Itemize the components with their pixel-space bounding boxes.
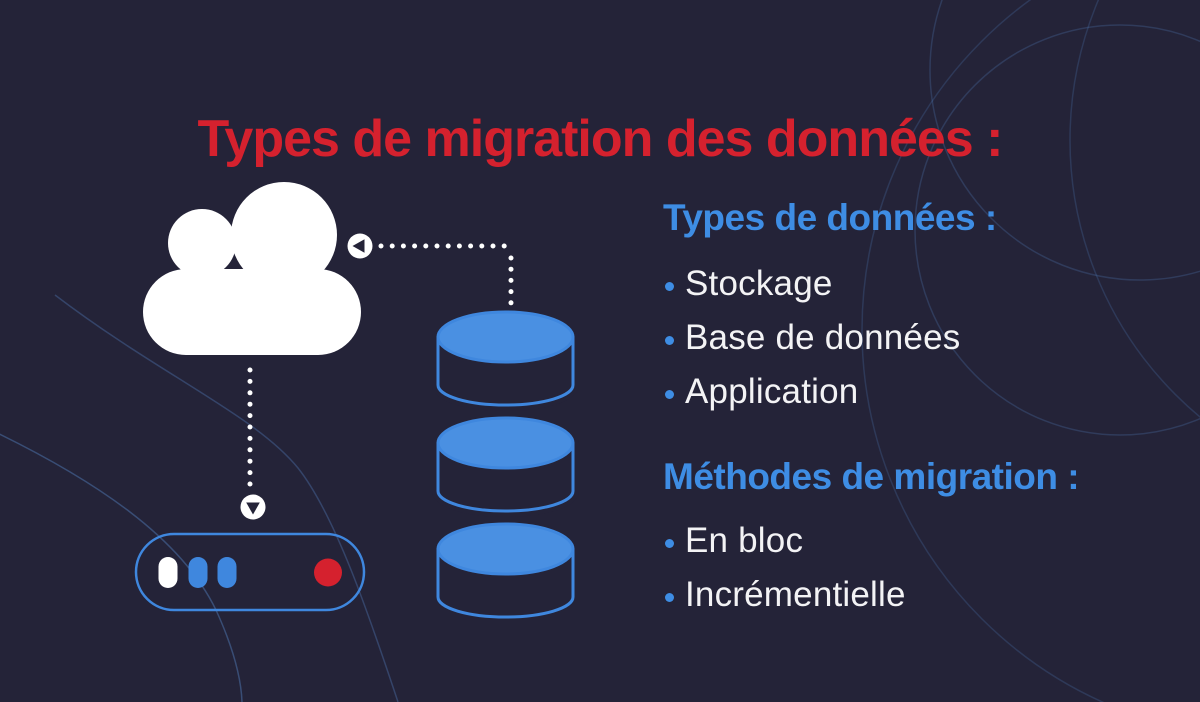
server-icon	[134, 532, 366, 612]
arrow-down-icon	[240, 494, 266, 520]
list-item-label: Incrémentielle	[685, 575, 906, 614]
server-light-blue-2	[217, 557, 237, 588]
list-item: Base de données	[665, 311, 960, 365]
list-item-label: Application	[685, 372, 859, 411]
bullet-dot-icon	[665, 538, 674, 548]
list-item-label: En bloc	[685, 521, 804, 560]
bullet-dot-icon	[665, 335, 674, 345]
migration-methods-list: En bloc Incrémentielle	[665, 514, 906, 622]
arrow-left-icon	[347, 233, 373, 259]
server-light-blue-1	[188, 557, 208, 588]
list-item-label: Base de données	[685, 318, 961, 357]
cloud-icon	[143, 182, 361, 355]
data-types-list: Stockage Base de données Application	[665, 257, 960, 419]
section-heading-data-types: Types de données :	[663, 197, 997, 238]
bullet-dot-icon	[665, 592, 674, 602]
list-item-label: Stockage	[685, 264, 833, 303]
section-heading-migration-methods: Méthodes de migration :	[663, 456, 1080, 497]
list-item: En bloc	[665, 514, 906, 568]
bullet-dot-icon	[665, 389, 674, 399]
bullet-dot-icon	[665, 281, 674, 291]
server-light-white	[158, 557, 178, 588]
page-title: Types de migration des données :	[197, 109, 1004, 168]
dotted-connector-lines	[247, 243, 514, 497]
list-item: Incrémentielle	[665, 568, 906, 622]
server-status-red-dot	[314, 558, 342, 587]
database-stack-icon	[432, 310, 579, 619]
list-item: Application	[665, 365, 960, 419]
list-item: Stockage	[665, 257, 960, 311]
